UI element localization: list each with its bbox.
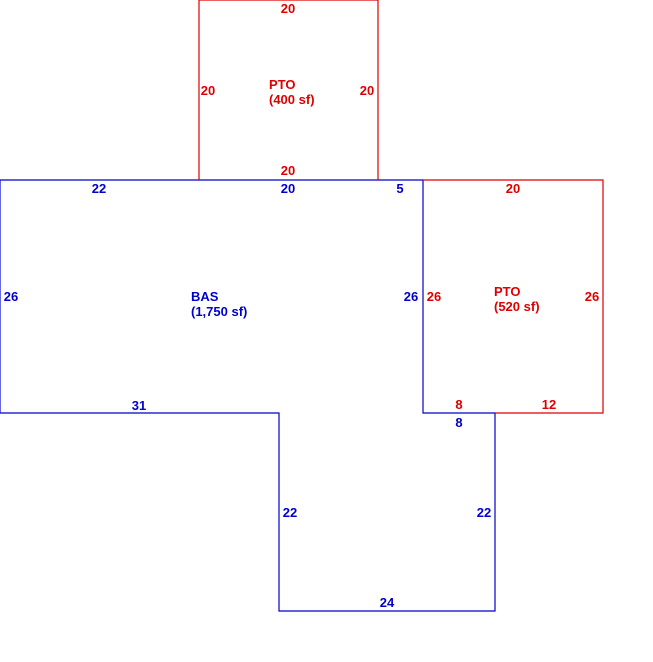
dim-pto-right-bottom-left: 8 (455, 397, 462, 412)
dim-pto-right-right: 26 (585, 289, 599, 304)
pto-top-outline (198, 0, 379, 180)
dim-pto-right-left: 26 (427, 289, 441, 304)
dim-bas-lower-right: 22 (477, 505, 491, 520)
bas-name: BAS (191, 289, 219, 304)
dim-bas-left: 26 (4, 289, 18, 304)
dim-bas-right-upper: 26 (404, 289, 418, 304)
pto-top-area: (400 sf) (269, 92, 315, 107)
dim-pto-top-bottom: 20 (281, 163, 295, 178)
dim-bas-lower-left: 22 (283, 505, 297, 520)
dim-pto-top-right: 20 (360, 83, 374, 98)
pto-top-name: PTO (269, 77, 296, 92)
dim-pto-right-bottom-right: 12 (542, 397, 556, 412)
pto-right-name: PTO (494, 284, 521, 299)
dim-bas-bottom: 24 (380, 595, 395, 610)
dim-bas-top-right: 5 (396, 181, 403, 196)
dim-bas-bottom-left: 31 (132, 398, 146, 413)
pto-right-area: (520 sf) (494, 299, 540, 314)
dim-bas-top-left: 22 (92, 181, 106, 196)
dim-pto-top-top: 20 (281, 1, 295, 16)
bas-outline (0, 179, 496, 612)
dim-pto-top-left: 20 (201, 83, 215, 98)
dim-bas-top-mid: 20 (281, 181, 295, 196)
pto-right-outline (423, 179, 604, 414)
dim-bas-step: 8 (455, 415, 462, 430)
bas-area: (1,750 sf) (191, 304, 247, 319)
dim-pto-right-top: 20 (506, 181, 520, 196)
